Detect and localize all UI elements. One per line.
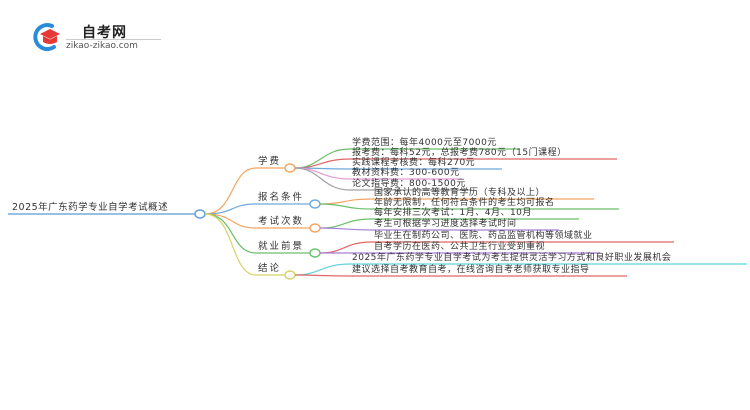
leaf-label[interactable]: 毕业生在制药公司、医院、药品监管机构等领域就业	[374, 231, 593, 241]
leaf-label[interactable]: 教材资料费：300-600元	[352, 168, 460, 178]
leaf-connector	[294, 167, 351, 191]
branch-label-4[interactable]: 就业前景	[258, 241, 305, 252]
leaf-label[interactable]: 实践课程考核费：每科270元	[352, 158, 476, 168]
leaf-connector	[319, 198, 373, 205]
branch-node-2[interactable]	[309, 199, 321, 209]
leaf-connector	[319, 203, 373, 210]
leaf-label[interactable]: 论文指导费：800-1500元	[352, 179, 466, 189]
leaf-label[interactable]: 报考费：每科52元，总报考费780元（15门课程）	[352, 148, 567, 158]
root-node[interactable]	[194, 209, 206, 219]
leaf-label[interactable]: 学费范围：每年4000元至7000元	[352, 138, 497, 148]
leaf-connector	[294, 167, 351, 180]
leaf-label[interactable]: 考生可根据学习进度选择考试时间	[374, 219, 517, 229]
branch-connector-5	[204, 213, 257, 276]
logo-title: 自考网	[82, 25, 127, 41]
logo-url: zikao-zikao.com	[66, 41, 138, 51]
leaf-connector	[319, 241, 373, 254]
graduation-cap-icon	[33, 23, 60, 51]
branch-node-1[interactable]	[284, 163, 296, 173]
leaf-label[interactable]: 自考学历在医药、公共卫生行业受到重视	[374, 242, 546, 252]
leaf-label[interactable]: 年龄无限制，任何符合条件的考生均可报名	[374, 198, 555, 208]
leaf-connector	[294, 263, 351, 276]
branch-node-3[interactable]	[309, 223, 321, 233]
leaf-label[interactable]: 每年安排三次考试：1月、4月、10月	[374, 208, 532, 218]
leaf-label[interactable]: 2025年广东药学专业自学考试为考生提供灵活学习方式和良好职业发展机会	[352, 253, 672, 263]
logo-divider	[66, 39, 161, 40]
leaf-connector	[294, 148, 351, 169]
leaf-connector	[294, 274, 351, 277]
branch-label-5[interactable]: 结论	[258, 263, 282, 274]
branch-label-2[interactable]: 报名条件	[258, 192, 305, 203]
leaf-label[interactable]: 国家承认的高等教育学历（专科及以上）	[374, 188, 546, 198]
branch-label-3[interactable]: 考试次数	[258, 216, 305, 227]
branch-node-5[interactable]	[284, 270, 296, 280]
site-logo[interactable]: 自考网 zikao-zikao.com	[30, 20, 170, 56]
branch-connector-1	[204, 167, 257, 215]
branch-node-4[interactable]	[309, 248, 321, 258]
leaf-connector	[319, 227, 373, 231]
leaf-connector	[319, 218, 373, 229]
leaf-label[interactable]: 建议选择自考教育自考，在线咨询自考老师获取专业指导	[352, 265, 590, 275]
root-topic[interactable]: 2025年广东药学专业自学考试概述	[12, 202, 169, 213]
branch-label-1[interactable]: 学费	[258, 156, 282, 167]
branch-connector-2	[204, 203, 257, 215]
